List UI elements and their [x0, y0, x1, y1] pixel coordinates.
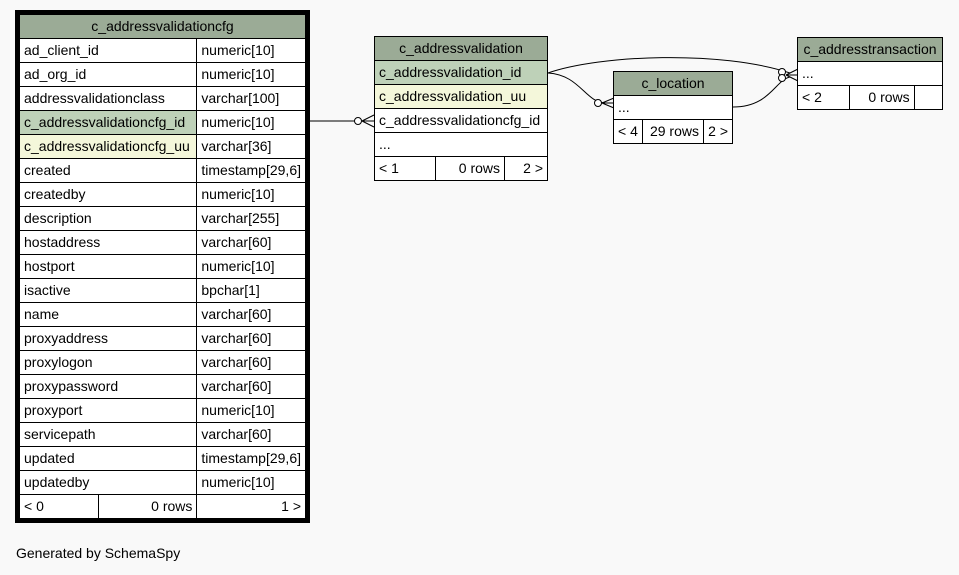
table-header: c_location [613, 71, 733, 96]
column-name: updatedby [17, 470, 198, 495]
column-type: varchar[60] [196, 350, 307, 375]
column-type: numeric[10] [196, 182, 307, 207]
children-count [913, 85, 944, 110]
column-name: created [17, 158, 198, 183]
crowfoot-mark [361, 114, 375, 128]
row-count: 0 rows [435, 156, 505, 181]
column-type: varchar[60] [196, 422, 307, 447]
column-name[interactable]: ... [374, 132, 548, 157]
column-name: ad_org_id [17, 62, 198, 87]
parents-count: < 4 [613, 119, 643, 144]
column-name: c_addressvalidationcfg_uu [17, 134, 198, 159]
column-type: varchar[255] [196, 206, 307, 231]
column-name: hostport [17, 254, 198, 279]
column-name: ad_client_id [17, 38, 198, 63]
column-type: timestamp[29,6] [196, 446, 307, 471]
column-type: numeric[10] [196, 38, 307, 63]
edge-location-to-transaction [732, 76, 791, 108]
column-name: createdby [17, 182, 198, 207]
crowfoot-zero-circle [354, 117, 362, 125]
column-name: c_addressvalidationcfg_id [17, 110, 198, 135]
crowfoot-mark [785, 68, 799, 82]
generated-by-label: Generated by SchemaSpy [16, 545, 181, 561]
column-name: isactive [17, 278, 198, 303]
column-name[interactable]: c_addressvalidationcfg_id [374, 108, 548, 133]
children-count: 1 > [196, 494, 307, 520]
parents-count: < 1 [374, 156, 436, 181]
row-count: 29 rows [642, 119, 704, 144]
column-type: numeric[10] [196, 254, 307, 279]
column-name: proxyaddress [17, 326, 198, 351]
column-type: varchar[100] [196, 86, 307, 111]
column-name[interactable]: ... [613, 95, 733, 120]
column-type: varchar[60] [196, 302, 307, 327]
column-name[interactable]: c_addressvalidation_id [374, 60, 548, 85]
crowfoot-mark [601, 97, 615, 109]
column-name[interactable]: c_addressvalidation_uu [374, 84, 548, 109]
column-name: hostaddress [17, 230, 198, 255]
crowfoot-zero-circle [778, 74, 786, 82]
column-name[interactable]: ... [797, 61, 943, 86]
column-type: varchar[60] [196, 326, 307, 351]
column-name: updated [17, 446, 198, 471]
row-count: 0 rows [97, 494, 198, 520]
table-header: c_addressvalidationcfg [18, 13, 307, 39]
column-type: numeric[10] [196, 62, 307, 87]
column-type: numeric[10] [196, 470, 307, 495]
table-header: c_addressvalidation [374, 36, 548, 61]
table-header: c_addresstransaction [797, 37, 943, 62]
column-type: bpchar[1] [196, 278, 307, 303]
column-name: addressvalidationclass [17, 86, 198, 111]
column-type: timestamp[29,6] [196, 158, 307, 183]
crowfoot-zero-circle [594, 99, 602, 107]
parents-count: < 0 [18, 494, 99, 520]
column-type: varchar[60] [196, 374, 307, 399]
column-name: name [17, 302, 198, 327]
column-name: proxypassword [17, 374, 198, 399]
edge-validation-to-location [547, 72, 606, 104]
row-count: 0 rows [849, 85, 915, 110]
parents-count: < 2 [796, 85, 851, 110]
column-type: varchar[60] [196, 230, 307, 255]
column-name: description [17, 206, 198, 231]
column-type: varchar[36] [196, 134, 307, 159]
column-name: proxylogon [17, 350, 198, 375]
children-count: 2 > [703, 119, 733, 144]
column-type: numeric[10] [196, 398, 307, 423]
edge-validation-to-transaction [547, 57, 791, 74]
children-count: 2 > [504, 156, 548, 181]
column-type: numeric[10] [196, 110, 307, 135]
column-name: proxyport [17, 398, 198, 423]
column-name: servicepath [17, 422, 198, 447]
